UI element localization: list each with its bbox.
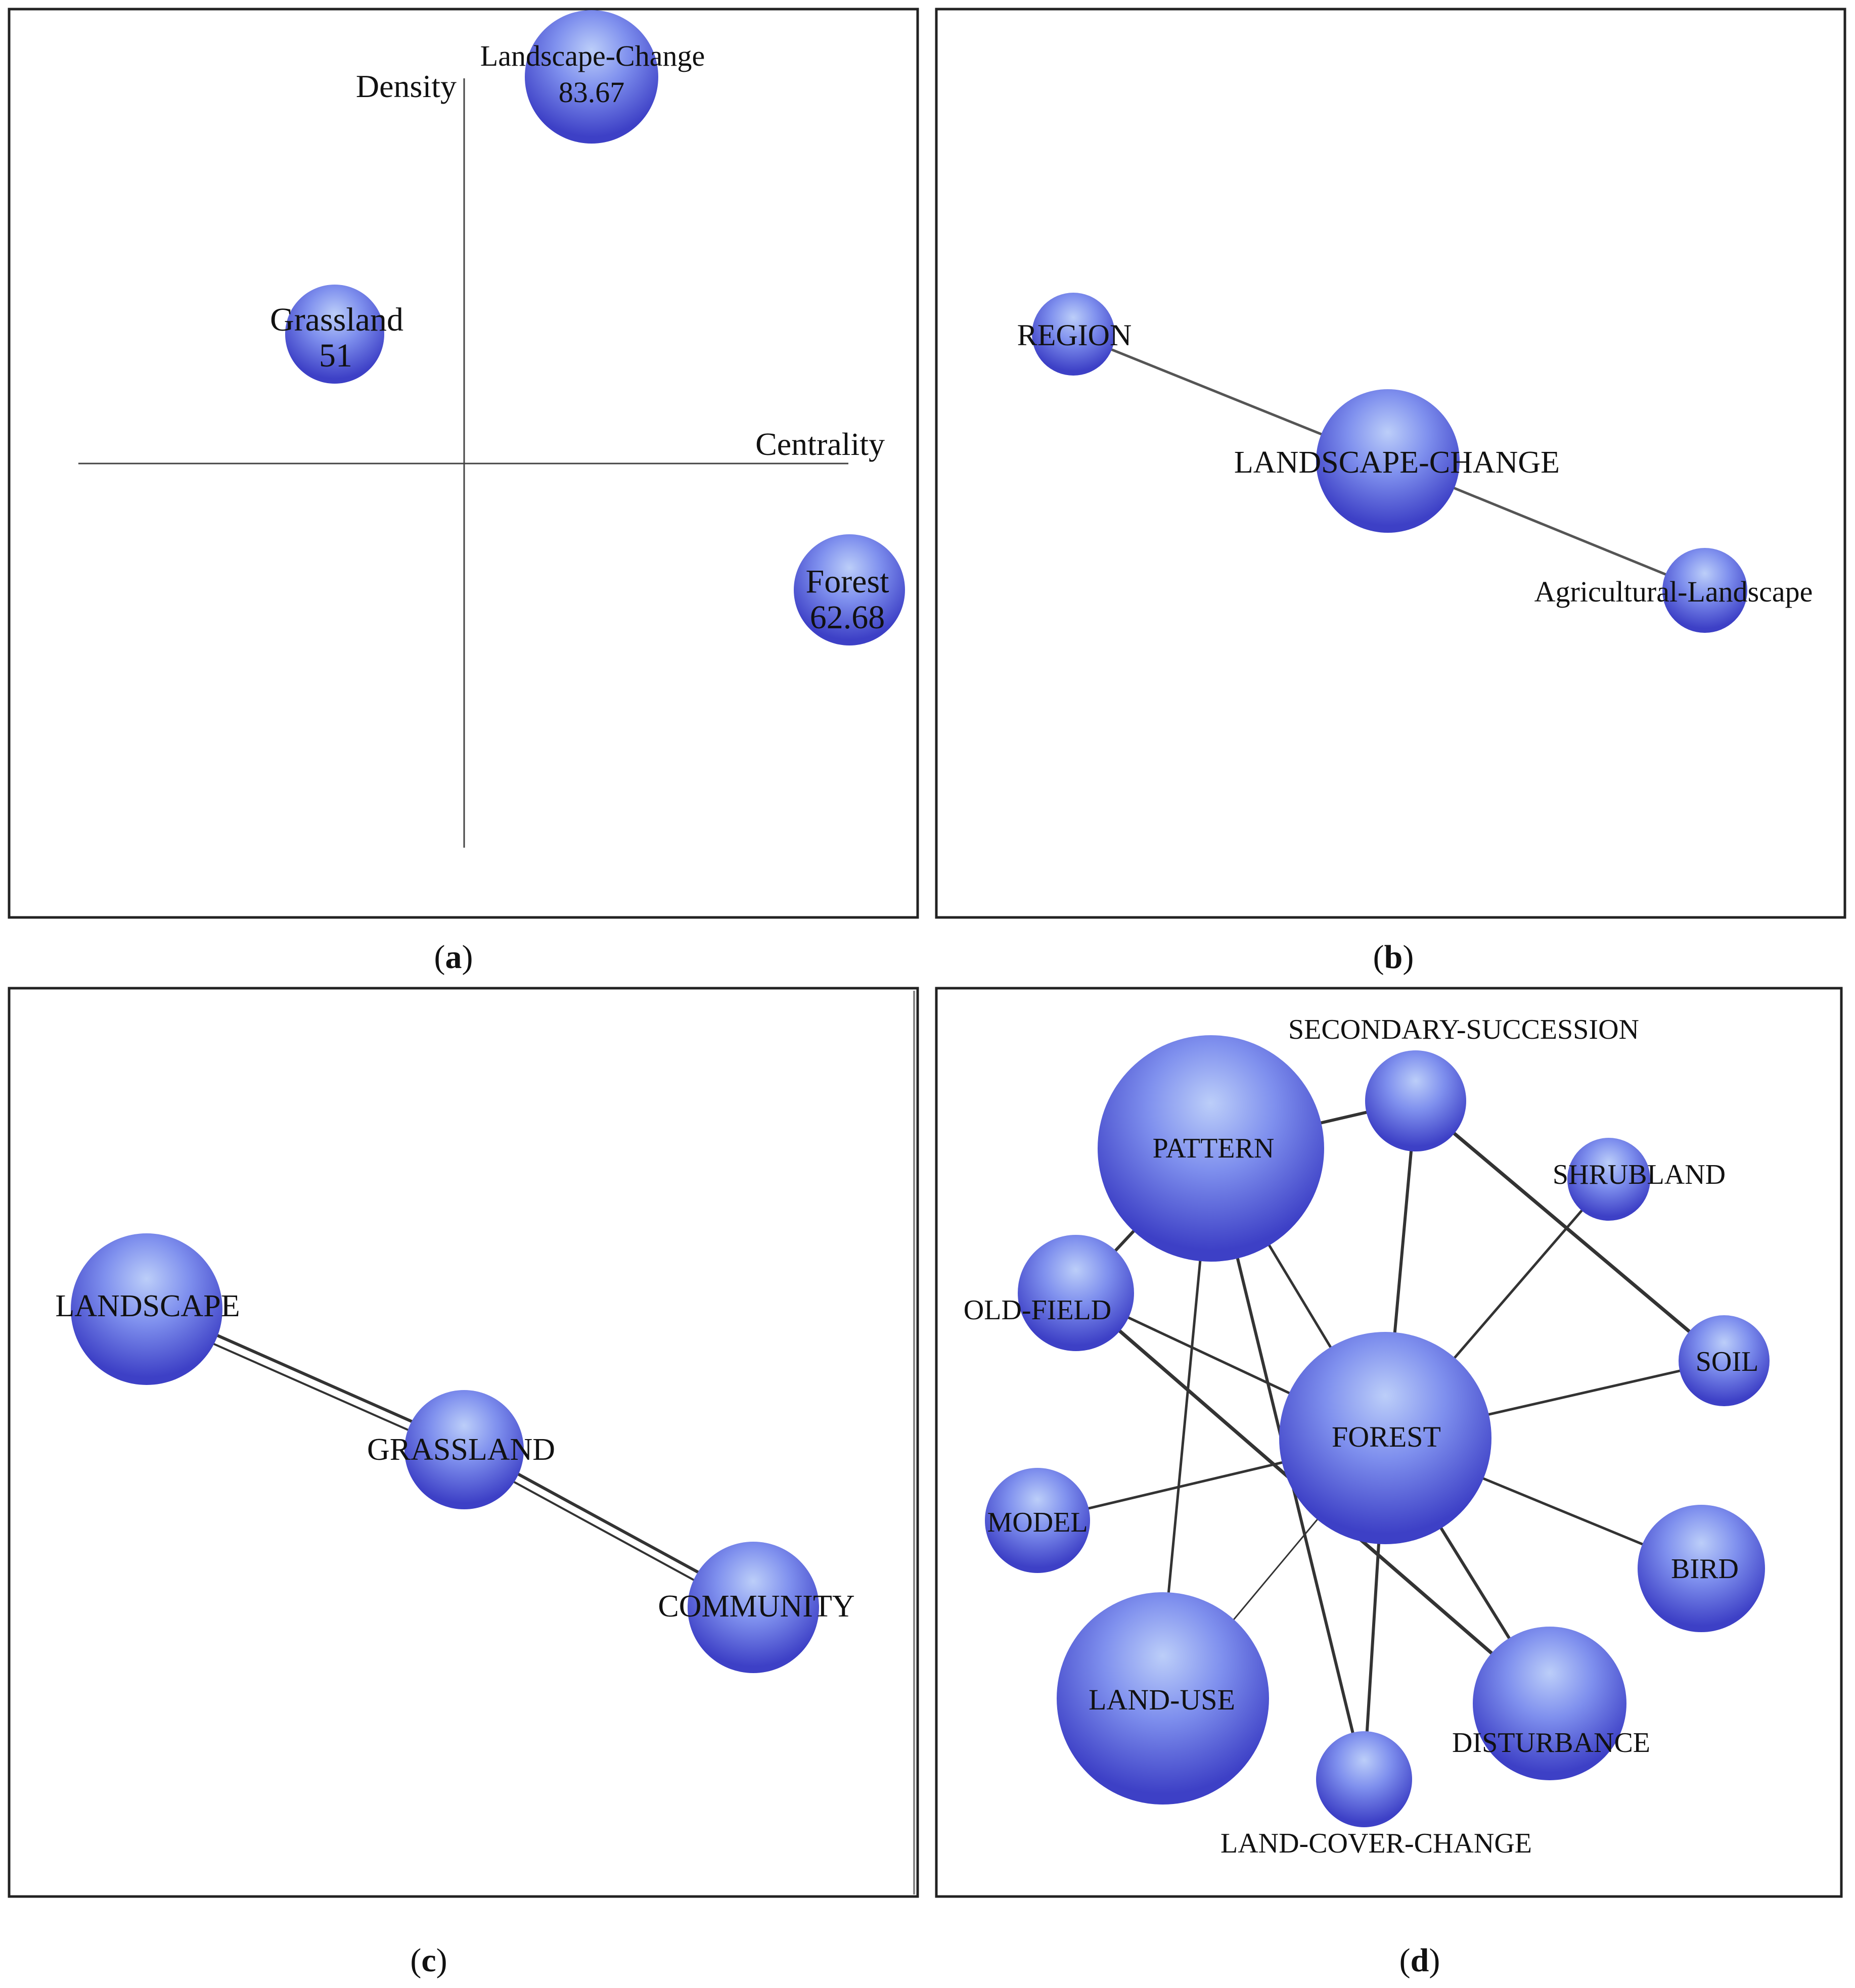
node-grassland (404, 1390, 524, 1509)
panel-d-nodes (985, 1035, 1770, 1827)
node-pattern (1098, 1035, 1324, 1262)
node-label-secondary-succession: SECONDARY-SUCCESSION (1288, 1014, 1639, 1045)
node-label-bird: BIRD (1671, 1553, 1739, 1585)
theme-node (794, 534, 905, 645)
panel-a: Density Centrality Landscape-Change 83.6… (8, 8, 919, 919)
theme-value: 62.68 (810, 599, 885, 636)
node-model (985, 1468, 1090, 1573)
node-old-field (1018, 1235, 1134, 1351)
node-label-grassland: GRASSLAND (367, 1432, 555, 1467)
node-disturbance (1473, 1627, 1626, 1780)
node-soil (1679, 1315, 1770, 1406)
panel-d-frame (935, 987, 1843, 1898)
node-bird (1638, 1505, 1765, 1632)
caption-b: (b) (1373, 939, 1414, 976)
node-label-soil: SOIL (1696, 1346, 1758, 1377)
node-label-land-use: LAND-USE (1089, 1683, 1235, 1716)
node-region (1032, 293, 1115, 376)
panel-d: PATTERN SECONDARY-SUCCESSION SHRUBLAND O… (935, 987, 1843, 1898)
node-label-land-cover-change: LAND-COVER-CHANGE (1220, 1828, 1532, 1859)
node-label-landscape-change: LANDSCAPE-CHANGE (1234, 445, 1560, 480)
panel-c-frame (8, 987, 919, 1898)
theme-grassland: Grassland 51 (270, 285, 403, 384)
node-community (688, 1542, 819, 1673)
caption-c: (c) (410, 1942, 447, 1979)
node-landscape-change (1316, 389, 1460, 533)
node-label-community: COMMUNITY (658, 1589, 854, 1624)
node-label-shrubland: SHRUBLAND (1553, 1159, 1726, 1190)
node-label-region: REGION (1017, 318, 1132, 352)
node-label-disturbance: DISTURBANCE (1452, 1727, 1650, 1759)
node-label-landscape: LANDSCAPE (55, 1289, 240, 1323)
panel-b-frame (935, 8, 1846, 919)
theme-name: Grassland (270, 301, 403, 338)
node-label-old-field: OLD-FIELD (964, 1294, 1111, 1326)
density-axis-label: Density (356, 68, 457, 104)
node-label-pattern: PATTERN (1153, 1133, 1275, 1164)
panel-a-frame (8, 8, 919, 919)
panel-d-labels: PATTERN SECONDARY-SUCCESSION SHRUBLAND O… (964, 1014, 1758, 1859)
caption-a: (a) (434, 939, 473, 976)
node-secondary-succession (1365, 1050, 1466, 1151)
node-forest (1279, 1332, 1491, 1544)
node-label-forest: FOREST (1332, 1420, 1441, 1453)
theme-node (525, 10, 658, 144)
caption-d: (d) (1399, 1942, 1440, 1979)
node-agricultural-landscape (1662, 548, 1747, 633)
theme-node (285, 285, 384, 384)
panel-b: REGION LANDSCAPE-CHANGE Agricultural-Lan… (935, 8, 1846, 919)
node-label-agricultural-landscape: Agricultural-Landscape (1534, 575, 1813, 608)
panel-c: LANDSCAPE GRASSLAND COMMUNITY (8, 987, 919, 1898)
theme-landscape-change: Landscape-Change 83.67 (480, 10, 705, 144)
theme-value: 83.67 (559, 76, 625, 109)
theme-value: 51 (319, 337, 352, 374)
node-landscape (71, 1233, 222, 1385)
theme-name: Landscape-Change (480, 39, 705, 72)
node-land-cover-change (1316, 1731, 1412, 1827)
theme-name: Forest (806, 563, 889, 600)
edge (1414, 1099, 1726, 1362)
theme-forest: Forest 62.68 (794, 534, 905, 645)
centrality-axis-label: Centrality (755, 426, 885, 462)
node-label-model: MODEL (987, 1507, 1088, 1538)
node-land-use (1057, 1592, 1269, 1805)
node-shrubland (1567, 1138, 1650, 1221)
